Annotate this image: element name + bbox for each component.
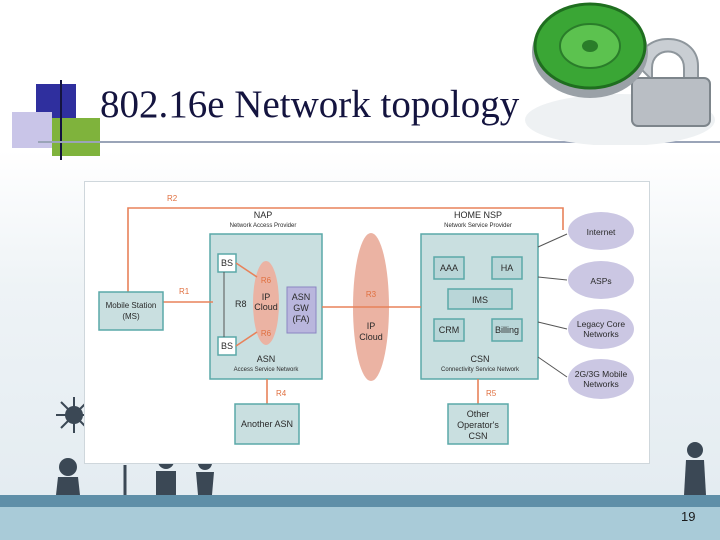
csn-subtitle: Connectivity Service Network: [441, 367, 520, 373]
asps-label: ASPs: [590, 276, 611, 286]
asn-gw-l2: GW: [293, 303, 309, 313]
crm-box: [433, 318, 465, 342]
link-legacy: [537, 321, 568, 330]
link-2g3g: [537, 356, 568, 378]
decor-vertical-line: [60, 80, 62, 160]
ims-box: [447, 288, 513, 310]
another-asn-label: Another ASN: [241, 419, 293, 429]
billing-box: [491, 318, 523, 342]
link-internet: [537, 233, 568, 248]
mobile-station-box: [98, 291, 164, 331]
slide-title: 802.16e Network topology: [100, 83, 520, 126]
core-ip-cloud-l1: IP: [367, 321, 376, 331]
ims-label: IMS: [472, 295, 488, 305]
padlock-icon: [525, 2, 715, 145]
legacy-ellipse: [568, 309, 634, 349]
home-nsp-title: HOME NSP: [454, 210, 502, 220]
mobile-2g3g-l1: 2G/3G Mobile: [575, 369, 628, 379]
csn-title: CSN: [470, 354, 489, 364]
network-diagram: .box { fill:#c9dfe0; stroke:#5aa8a8; str…: [84, 181, 650, 464]
mobile-2g3g-l2: Networks: [583, 379, 618, 389]
mobile-station-l1: Mobile Station: [106, 301, 157, 310]
aaa-label: AAA: [440, 263, 458, 273]
asn-title: ASN: [257, 354, 276, 364]
core-ip-cloud-l2: Cloud: [359, 332, 383, 342]
page-number: 19: [681, 509, 696, 524]
other-operator-l3: CSN: [468, 431, 487, 441]
bs-top-label: BS: [221, 258, 233, 268]
mobile-2g3g-ellipse: [568, 359, 634, 399]
legacy-l1: Legacy Core: [577, 319, 625, 329]
link-r6-bottom: [235, 331, 258, 347]
link-asps: [537, 276, 568, 281]
internet-label: Internet: [587, 227, 616, 237]
nap-title: NAP: [254, 210, 273, 220]
label-r6-top: R6: [261, 276, 272, 285]
asn-ip-cloud: [253, 261, 279, 345]
asn-gw-box: [286, 286, 317, 334]
aaa-box: [433, 256, 465, 280]
other-operator-l1: Other: [467, 409, 490, 419]
other-operator-l2: Operator's: [457, 420, 499, 430]
link-r6-top: [235, 262, 258, 278]
footer-bar-light: [0, 507, 720, 540]
ha-label: HA: [501, 263, 514, 273]
label-r2: R2: [167, 194, 178, 203]
asn-ip-cloud-l1: IP: [262, 292, 271, 302]
label-r1: R1: [179, 287, 190, 296]
label-r3: R3: [366, 290, 377, 299]
label-r8: R8: [235, 299, 247, 309]
label-r4: R4: [276, 389, 287, 398]
title-underline: [38, 141, 720, 143]
asps-ellipse: [568, 261, 634, 299]
other-operator-box: [447, 403, 509, 445]
another-asn-box: [234, 403, 300, 445]
crm-label: CRM: [439, 325, 460, 335]
ha-box: [491, 256, 523, 280]
billing-label: Billing: [495, 325, 519, 335]
label-r5: R5: [486, 389, 497, 398]
network-diagram-svg: .box { fill:#c9dfe0; stroke:#5aa8a8; str…: [98, 194, 634, 445]
asn-gw-l3: (FA): [293, 314, 310, 324]
label-r6-bottom: R6: [261, 329, 272, 338]
internet-ellipse: [568, 212, 634, 250]
nap-subtitle: Network Access Provider: [230, 223, 297, 229]
asn-ip-cloud-l2: Cloud: [254, 302, 278, 312]
silhouette-decoration: [56, 397, 706, 495]
legacy-l2: Networks: [583, 329, 618, 339]
bs-bottom-label: BS: [221, 341, 233, 351]
asn-subtitle: Access Service Network: [234, 367, 300, 373]
link-r2: [127, 207, 564, 292]
mobile-station-l2: (MS): [122, 312, 140, 321]
home-nsp-subtitle: Network Service Provider: [444, 223, 512, 229]
footer-bar-dark: [0, 495, 720, 507]
asn-gw-l1: ASN: [292, 292, 311, 302]
